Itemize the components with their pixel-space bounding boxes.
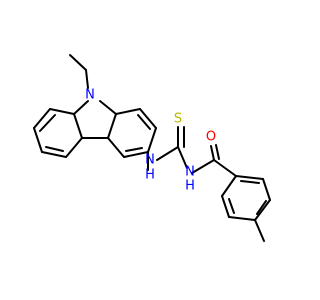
- bond-right-ring-1: [115, 108, 141, 115]
- bond-right-ring-double-2: [125, 147, 143, 152]
- bond-tolyl-ring-5: [262, 178, 271, 201]
- bond-right-ring-2: [139, 108, 157, 129]
- bond-left-ring-3: [33, 127, 43, 153]
- bond-thiocarbonyl-nh-right: [177, 146, 188, 169]
- bond-carbazole-5: [99, 100, 117, 115]
- bond-left-ring-double-1: [39, 114, 56, 132]
- molecule-structure: N N H N H S O: [33, 54, 271, 242]
- ring-nitrogen-label: N: [85, 88, 95, 103]
- bond-right-ring-5: [107, 137, 125, 158]
- bond-left-ring-2: [33, 108, 51, 129]
- left-nh-nitrogen-label: N: [145, 153, 155, 168]
- bond-tolyl-ring-4: [254, 199, 271, 221]
- bond-ethyl-n: [85, 69, 89, 89]
- bond-tolyl-ring-double-1: [228, 198, 235, 214]
- bond-methyl: [254, 219, 265, 242]
- bond-right-ring-double-1: [137, 114, 151, 130]
- sulfur-label: S: [174, 112, 182, 127]
- bond-tolyl-ring-double-2: [256, 200, 267, 215]
- bond-right-ring-4: [123, 151, 149, 158]
- bond-nh-right-carbonyl: [191, 159, 215, 174]
- oxygen-label: O: [206, 130, 216, 145]
- bond-tolyl-ring-2: [221, 195, 230, 218]
- bond-ethyl-terminal: [69, 54, 87, 71]
- bond-nh-left-thiocarbonyl: [156, 146, 179, 161]
- bond-tolyl-ring-6: [235, 175, 264, 180]
- bond-tolyl-ring-3: [228, 216, 256, 221]
- bond-carbazole-4: [107, 113, 117, 139]
- molecule-canvas: N N H N H S O: [33, 54, 271, 242]
- bond-left-ring-double-2: [45, 146, 64, 152]
- bond-tolyl-ring-double-3: [240, 180, 260, 184]
- bond-tolyl-ring-1: [221, 175, 237, 197]
- bond-left-ring-5: [65, 137, 83, 158]
- bond-carbazole-2: [73, 113, 83, 139]
- bond-carbonyl-aryl: [213, 159, 237, 177]
- bond-carbonyl-o-2: [215, 144, 220, 160]
- bond-left-ring-1: [49, 108, 75, 115]
- right-nh-hydrogen-label: H: [185, 179, 195, 194]
- bond-carbonyl-o-1: [210, 145, 215, 161]
- bond-left-ring-4: [41, 151, 67, 158]
- right-nh-nitrogen-label: N: [185, 165, 195, 180]
- left-nh-hydrogen-label: H: [145, 168, 155, 183]
- bond-right-ring-3: [147, 127, 157, 153]
- bond-carbazole-1: [73, 100, 89, 115]
